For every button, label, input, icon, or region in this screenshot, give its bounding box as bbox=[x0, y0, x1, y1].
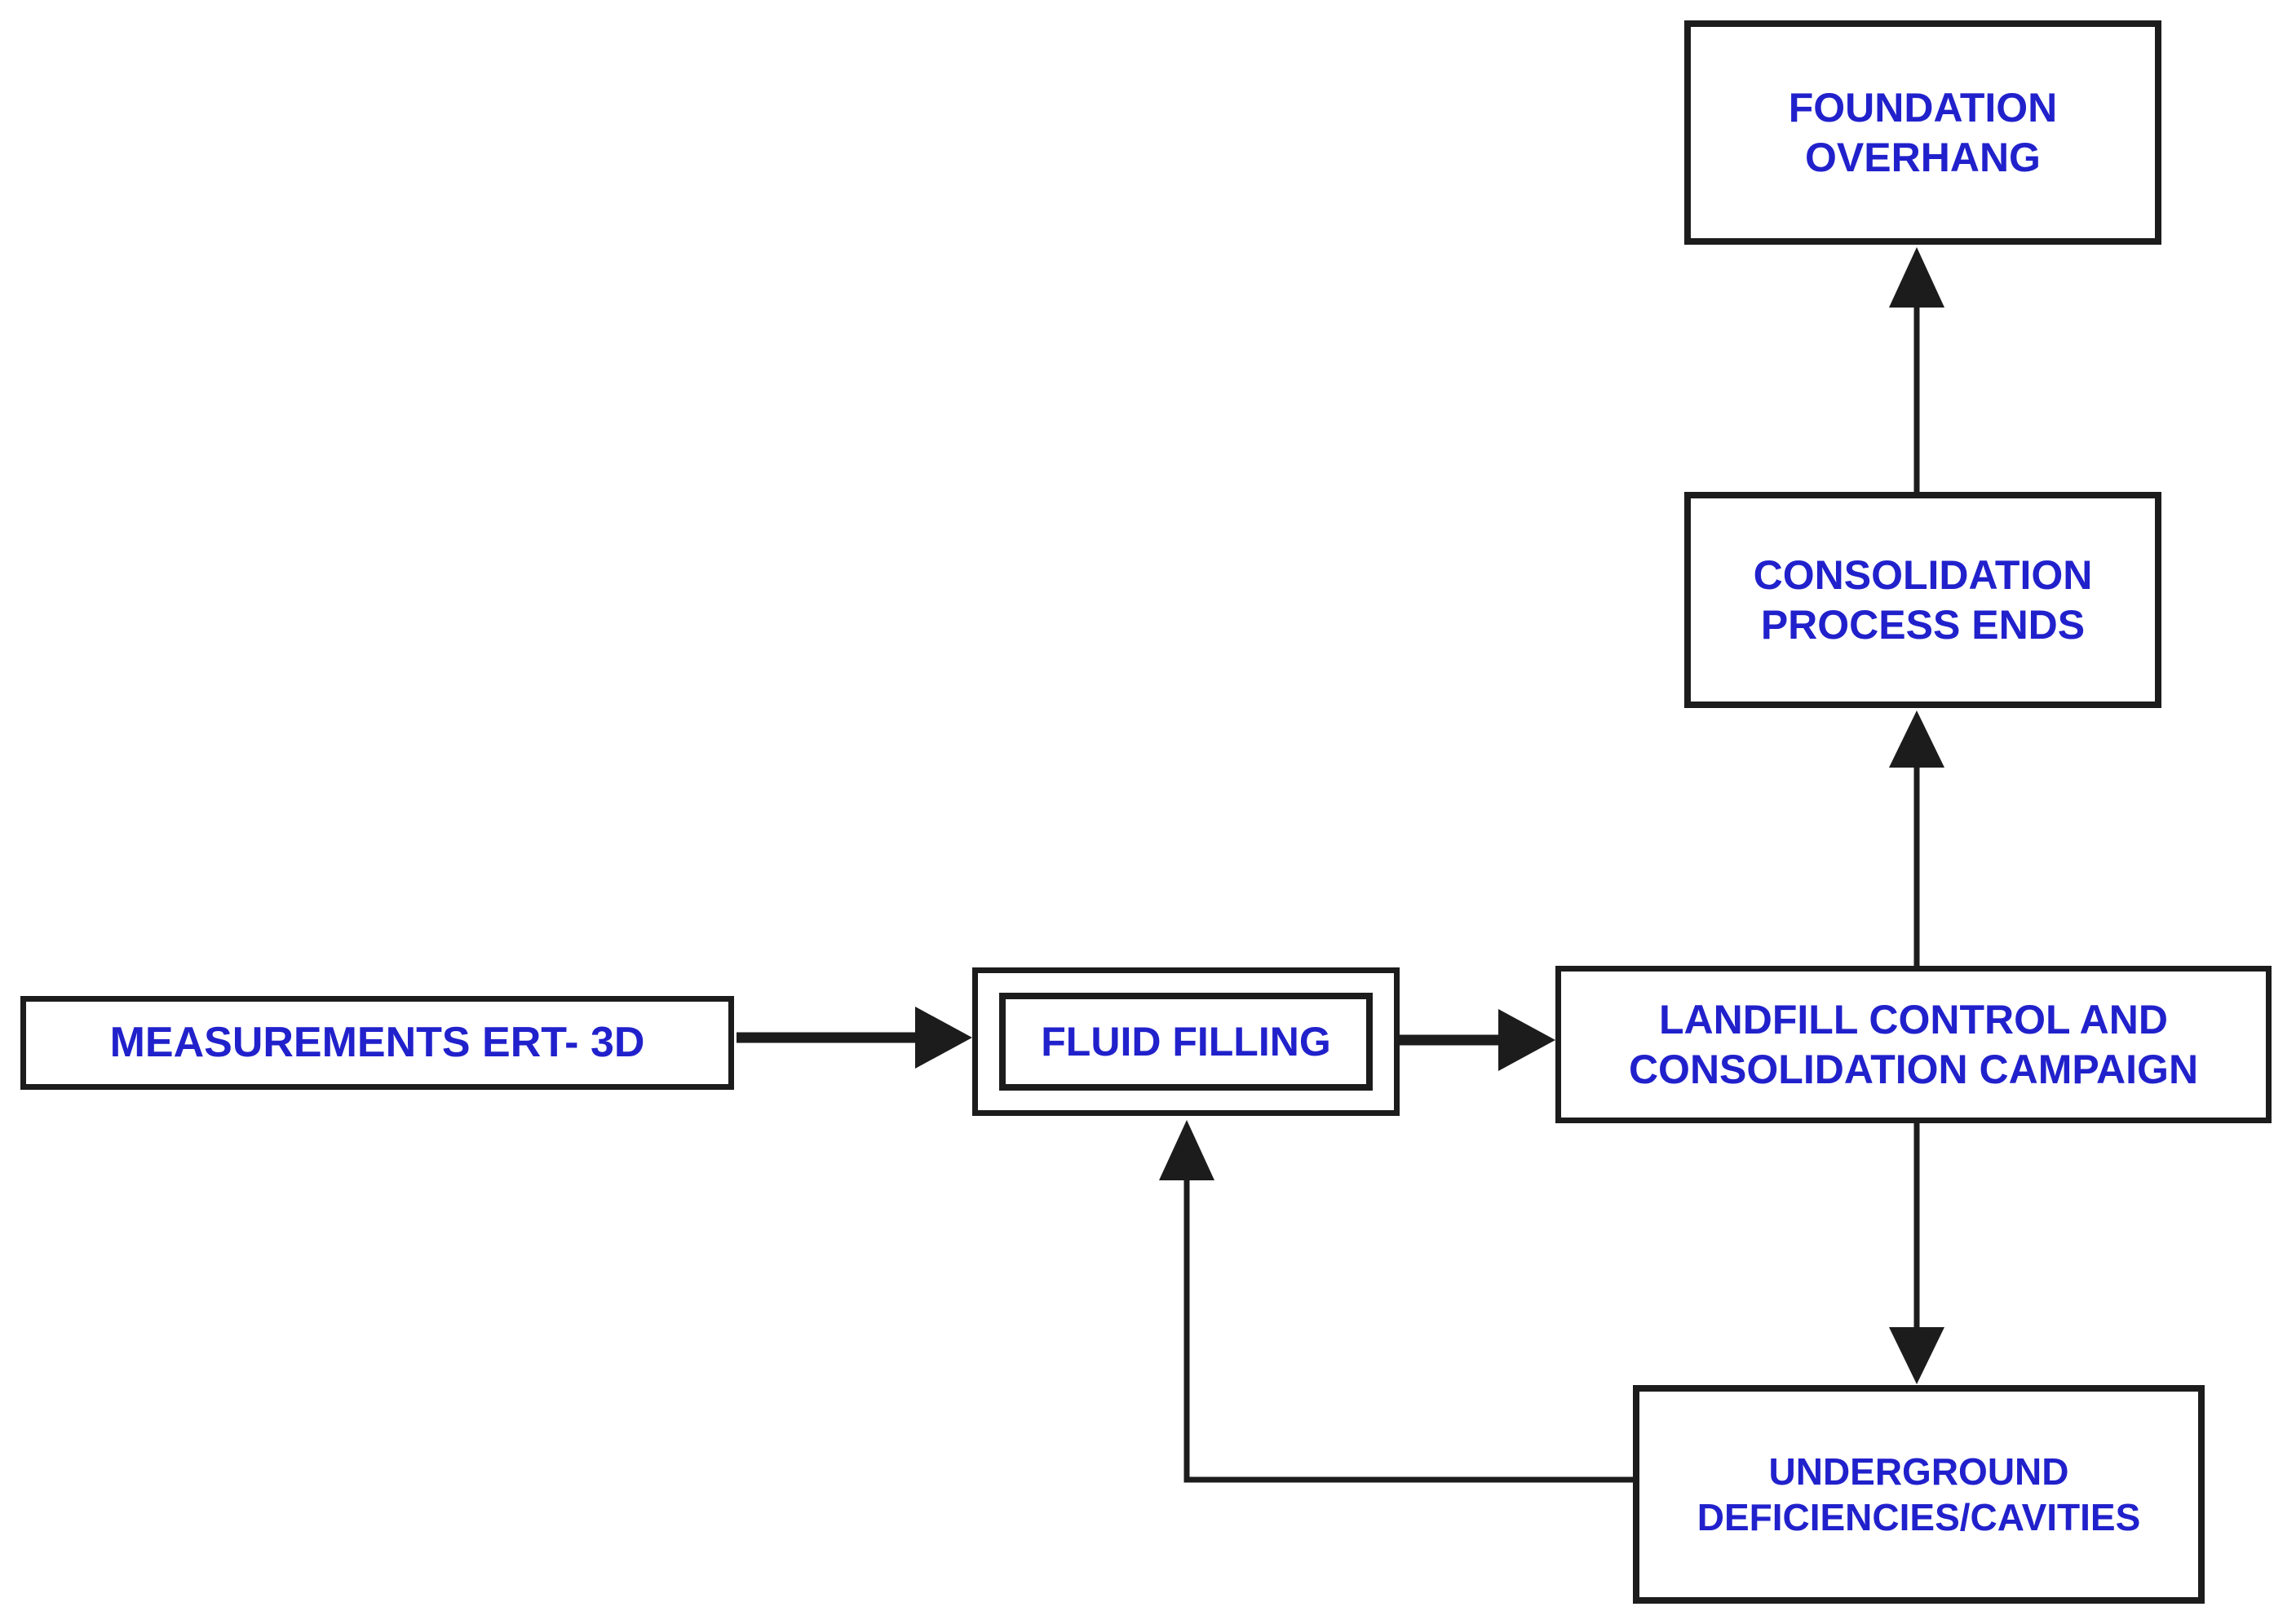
arrow-fluid-to-landfill-head bbox=[1498, 1009, 1555, 1071]
node-foundation-label: FOUNDATION OVERHANG bbox=[1788, 84, 2058, 180]
node-underground-label: UNDERGROUND DEFICIENCIES/CAVITIES bbox=[1697, 1450, 2141, 1538]
node-foundation-overhang: FOUNDATION OVERHANG bbox=[1684, 20, 2161, 245]
node-measurements-ert-3d: MEASUREMENTS ERT- 3D bbox=[20, 996, 734, 1090]
node-measurements-label: MEASUREMENTS ERT- 3D bbox=[109, 1018, 645, 1066]
fluid-filling-inner-box: FLUID FILLING bbox=[999, 993, 1373, 1091]
arrow-landfill-to-underground-head bbox=[1889, 1327, 1944, 1384]
node-landfill-control-label: LANDFILL CONTROL AND CONSOLIDATION CAMPA… bbox=[1628, 996, 2199, 1092]
node-underground-deficiencies: UNDERGROUND DEFICIENCIES/CAVITIES bbox=[1633, 1385, 2205, 1604]
node-landfill-control: LANDFILL CONTROL AND CONSOLIDATION CAMPA… bbox=[1555, 966, 2272, 1123]
arrow-underground-to-fluid-head bbox=[1159, 1120, 1214, 1180]
arrow-underground-to-fluid-elbow-line bbox=[1183, 1180, 1635, 1483]
arrow-consolidation-to-foundation-head bbox=[1889, 247, 1944, 308]
node-fluid-filling-label: FLUID FILLING bbox=[1041, 1018, 1331, 1065]
arrow-measurements-to-fluid-head bbox=[915, 1007, 972, 1069]
arrow-landfill-to-consolidation-head bbox=[1889, 710, 1944, 768]
node-consolidation-process-ends: CONSOLIDATION PROCESS ENDS bbox=[1684, 492, 2161, 708]
node-consolidation-label: CONSOLIDATION PROCESS ENDS bbox=[1753, 551, 2093, 648]
node-fluid-filling: FLUID FILLING bbox=[972, 967, 1400, 1116]
